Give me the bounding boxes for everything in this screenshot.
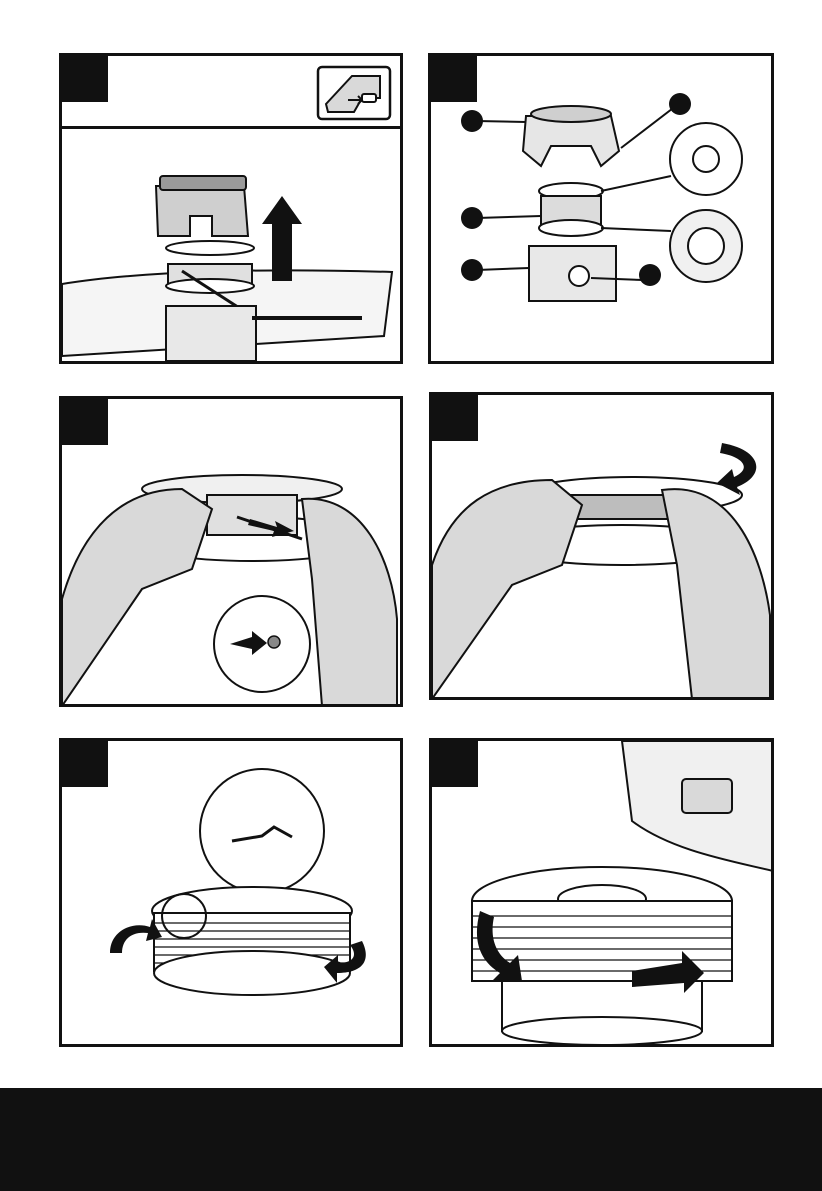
illustration-wind-line bbox=[432, 395, 773, 699]
footer-band bbox=[0, 1088, 822, 1191]
illustration-reassemble bbox=[432, 741, 773, 1046]
panel-step-2 bbox=[428, 53, 774, 364]
trimmer-base-icon bbox=[166, 306, 256, 361]
button-icon bbox=[362, 94, 376, 102]
panel-step-5 bbox=[59, 738, 403, 1047]
right-hand-icon bbox=[662, 489, 770, 699]
illustration-insert-line bbox=[62, 399, 402, 706]
panel-step-6 bbox=[429, 738, 774, 1047]
panel-step-1 bbox=[59, 53, 403, 364]
illustration-remove-spool bbox=[62, 56, 402, 363]
callout-a bbox=[461, 110, 483, 132]
illustration-secure-line bbox=[62, 741, 402, 1046]
callout-d bbox=[461, 259, 483, 281]
spool-cap-icon bbox=[156, 186, 248, 236]
panel-step-3 bbox=[59, 396, 403, 707]
arrow-up-icon bbox=[262, 196, 302, 281]
left-hand-icon bbox=[62, 489, 212, 706]
callout-c bbox=[461, 207, 483, 229]
left-hand-icon bbox=[432, 480, 582, 699]
detail-magnifier-icon bbox=[200, 769, 324, 893]
spool-icon bbox=[166, 241, 254, 255]
panel-step-4 bbox=[429, 392, 774, 700]
right-hand-icon bbox=[302, 499, 397, 706]
illustration-parts-exploded bbox=[431, 56, 773, 363]
spool-cap-icon bbox=[523, 116, 619, 166]
callout-e bbox=[639, 264, 661, 286]
callout-b bbox=[669, 93, 691, 115]
